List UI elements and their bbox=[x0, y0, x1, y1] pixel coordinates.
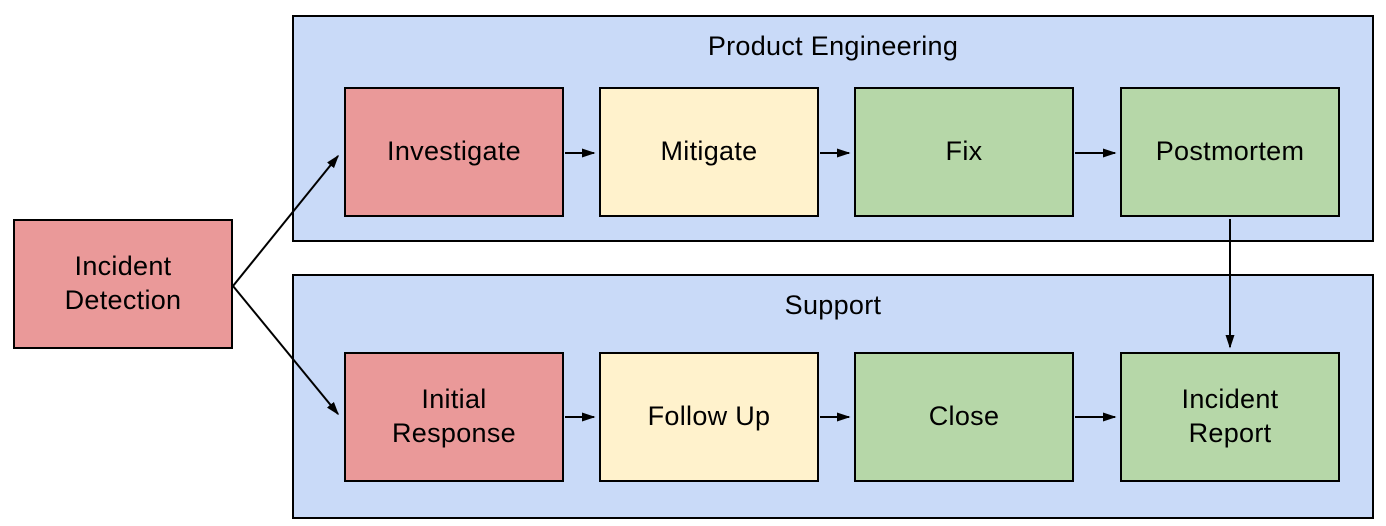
node-fix: Fix bbox=[854, 87, 1074, 217]
node-follow-up: Follow Up bbox=[599, 352, 819, 482]
lane-title-support: Support bbox=[784, 290, 882, 320]
node-investigate: Investigate bbox=[344, 87, 564, 217]
node-label: Incident Report bbox=[1181, 384, 1279, 448]
node-close: Close bbox=[854, 352, 1074, 482]
node-label: Postmortem bbox=[1155, 136, 1305, 167]
node-label: Initial Response bbox=[392, 384, 516, 448]
node-label: Follow Up bbox=[647, 401, 771, 432]
node-label: Investigate bbox=[387, 136, 521, 167]
node-incident-report: Incident Report bbox=[1120, 352, 1340, 482]
node-label: Close bbox=[928, 401, 1000, 432]
node-initial-response: Initial Response bbox=[344, 352, 564, 482]
node-label: Incident Detection bbox=[64, 251, 182, 315]
node-incident-detection: Incident Detection bbox=[13, 219, 233, 349]
node-label: Fix bbox=[945, 136, 983, 167]
node-mitigate: Mitigate bbox=[599, 87, 819, 217]
lane-title-product-engineering: Product Engineering bbox=[707, 31, 959, 61]
node-label: Mitigate bbox=[660, 136, 758, 167]
node-postmortem: Postmortem bbox=[1120, 87, 1340, 217]
